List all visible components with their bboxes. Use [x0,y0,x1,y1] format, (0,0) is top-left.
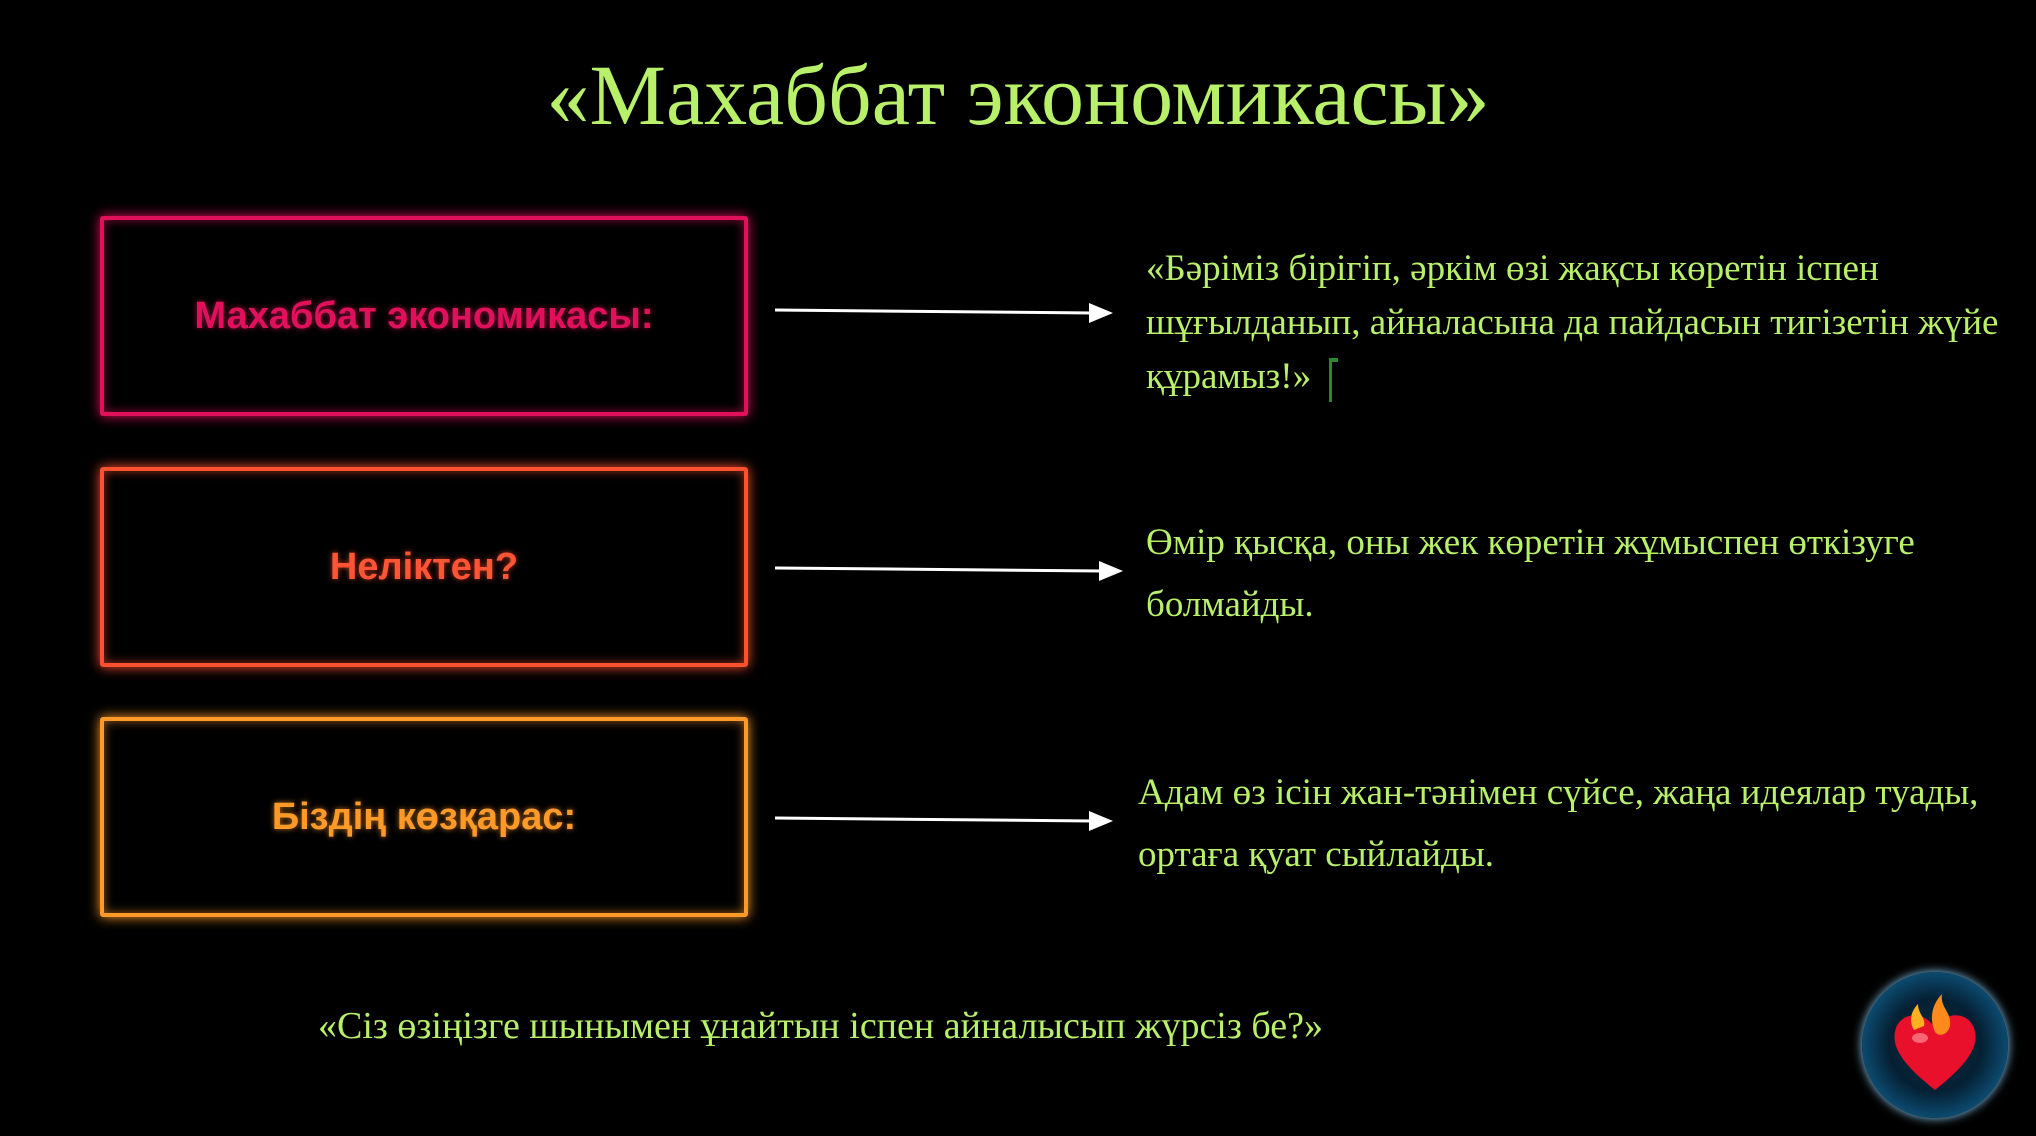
arrow-right-icon [775,811,1113,831]
slide-title: «Махаббат экономикасы» [546,47,1490,143]
box-love-economy: Махаббат экономикасы: [100,216,748,416]
flaming-heart-icon [1862,972,2008,1118]
box-love-economy-label: Махаббат экономикасы: [194,294,654,337]
description-love-economy: «Бәріміз бірігіп, әркім өзі жақсы көреті… [1146,242,2006,404]
box-why-label: Неліктен? [329,545,519,588]
arrow-right-icon [775,303,1113,323]
box-our-view-label: Біздің көзқарас: [271,795,577,838]
description-our-view: Адам өз ісін жан-тәнімен сүйсе, жаңа иде… [1138,772,1979,875]
bottom-question: «Сіз өзіңізге шынымен ұнайтын іспен айна… [318,1005,1323,1047]
description-love-economy-text: «Бәріміз бірігіп, әркім өзі жақсы көреті… [1146,248,1999,397]
arrow-right-icon [775,561,1123,581]
text-cursor-marker [1329,357,1339,402]
description-why: Өмір қысқа, оны жек көретін жұмыспен өтк… [1146,522,1915,625]
box-why: Неліктен? [100,467,748,667]
box-our-view: Біздің көзқарас: [100,717,748,917]
